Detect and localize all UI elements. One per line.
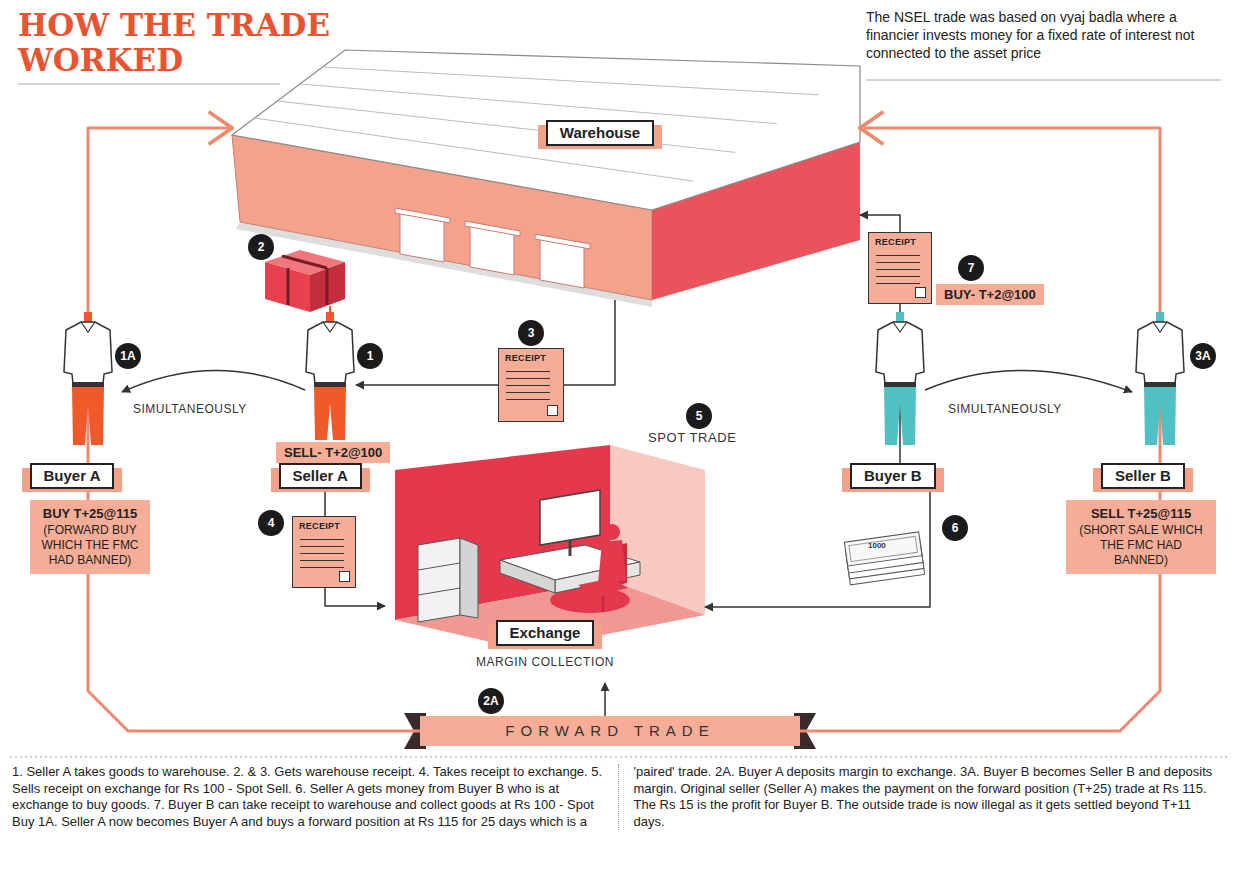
note-rule <box>866 80 1221 81</box>
receipt-doc: RECEIPT <box>292 516 356 588</box>
title: HOW THE TRADE WORKED <box>18 8 348 78</box>
person-figure <box>306 312 354 440</box>
place-tag: Exchange <box>496 620 595 646</box>
note-label: SIMULTANEOUSLY <box>133 402 247 416</box>
note-text: (FORWARD BUY WHICH THE FMC HAD BANNED) <box>36 523 144 568</box>
exchange-room <box>395 445 705 650</box>
receipt-title: RECEIPT <box>869 233 931 248</box>
receipt-doc: RECEIPT <box>498 348 564 422</box>
goods-line <box>329 306 331 313</box>
connector <box>1159 489 1162 500</box>
connector <box>705 489 930 607</box>
place-tag: Warehouse <box>546 120 654 146</box>
receipt-doc: RECEIPT <box>868 232 932 304</box>
goods-box <box>265 250 345 312</box>
simultaneous-arrow <box>925 370 1132 392</box>
warehouse-building <box>232 50 860 307</box>
connector <box>325 588 385 606</box>
trade-slip: SELL- T+2@100 <box>276 442 390 463</box>
band-ends <box>404 713 816 749</box>
party-tag: Seller A <box>279 463 362 489</box>
warehouse-region: Warehouse <box>232 42 860 300</box>
callout-number: 5 <box>686 403 712 429</box>
party-name: Seller B <box>1115 467 1171 485</box>
callout-number: 1A <box>115 343 141 369</box>
callout-number: 3A <box>1190 343 1216 369</box>
callout-number: 4 <box>258 510 284 536</box>
connector <box>860 128 1160 463</box>
connector <box>87 489 90 500</box>
note-text: The NSEL trade was based on vyaj badla w… <box>866 8 1221 62</box>
banknote-value: 1000 <box>868 541 886 550</box>
simultaneous-arrow <box>122 370 305 392</box>
caption-rule <box>10 757 1227 758</box>
trade-label: SPOT TRADE <box>648 430 737 445</box>
trade-text: SELL- T+2@100 <box>284 444 382 461</box>
forward-trade-band: FORWARD TRADE <box>420 716 800 746</box>
forward-order-box: SELL T+25@115(SHORT SALE WHICH THE FMC H… <box>1066 500 1216 574</box>
exchange-region: ExchangeMARGIN COLLECTION <box>385 445 705 683</box>
callout-number: 2A <box>478 688 504 714</box>
connector <box>88 574 420 731</box>
connector <box>800 574 1160 731</box>
receipt-title: RECEIPT <box>293 517 355 532</box>
callout-number: 6 <box>942 515 968 541</box>
callout-number: 2 <box>248 234 274 260</box>
trade-slip: BUY- T+2@100 <box>936 284 1044 305</box>
person-figure <box>876 312 924 445</box>
note-label: SIMULTANEOUSLY <box>948 402 1062 416</box>
callout-number: 7 <box>958 255 984 281</box>
sub-label: MARGIN COLLECTION <box>385 655 705 669</box>
trade-text: BUY- T+2@100 <box>944 286 1036 303</box>
receipt-title: RECEIPT <box>499 349 563 364</box>
money-stack <box>844 532 924 585</box>
callout-number: 3 <box>518 320 544 346</box>
connector <box>564 300 615 385</box>
party-name: Seller A <box>293 467 348 485</box>
connector <box>324 489 326 516</box>
band-title: FORWARD TRADE <box>420 716 800 746</box>
party-tag: Buyer A <box>30 463 115 489</box>
party-name: Buyer B <box>864 467 922 485</box>
callout-number: 1 <box>357 343 383 369</box>
trade-text: SELL T+25@115 <box>1072 506 1210 522</box>
connector <box>860 215 900 232</box>
trade-text: BUY T+25@115 <box>36 506 144 522</box>
note-text: (SHORT SALE WHICH THE FMC HAD BANNED) <box>1072 523 1210 568</box>
party-name: Buyer A <box>44 467 101 485</box>
title-rule <box>18 84 280 85</box>
connector <box>604 683 606 716</box>
caption: 1. Seller A takes goods to warehouse. 2.… <box>12 764 1225 830</box>
party-tag: Buyer B <box>850 463 936 489</box>
party-tag: Seller B <box>1101 463 1185 489</box>
receipt-arrow <box>356 384 498 386</box>
forward-order-box: BUY T+25@115(FORWARD BUY WHICH THE FMC H… <box>30 500 150 574</box>
person-figure <box>1136 312 1184 445</box>
person-figure <box>64 312 112 445</box>
